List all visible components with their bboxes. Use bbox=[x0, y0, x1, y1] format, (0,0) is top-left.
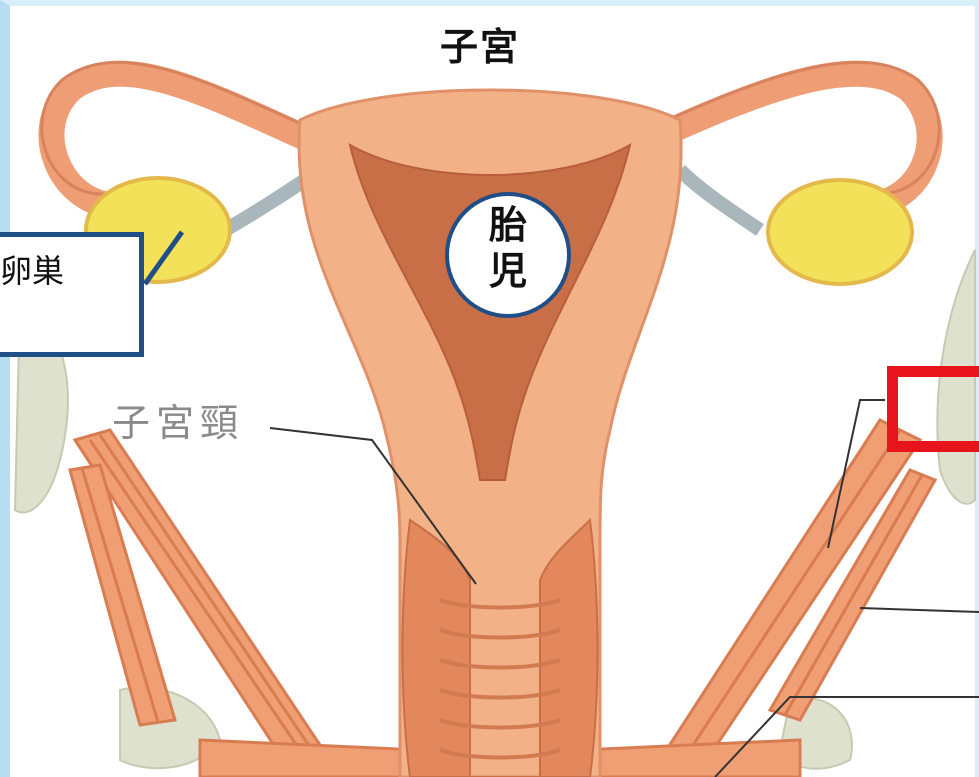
ovary-right bbox=[768, 180, 912, 284]
cervix-label: 子宮頸 bbox=[112, 392, 272, 447]
muscle-right bbox=[580, 420, 935, 777]
fetus-label: 胎 児 bbox=[445, 202, 571, 294]
highlight-box bbox=[887, 366, 979, 452]
ovary-label: 卵巣 bbox=[0, 246, 90, 292]
page-title: 子宮 bbox=[440, 16, 560, 71]
